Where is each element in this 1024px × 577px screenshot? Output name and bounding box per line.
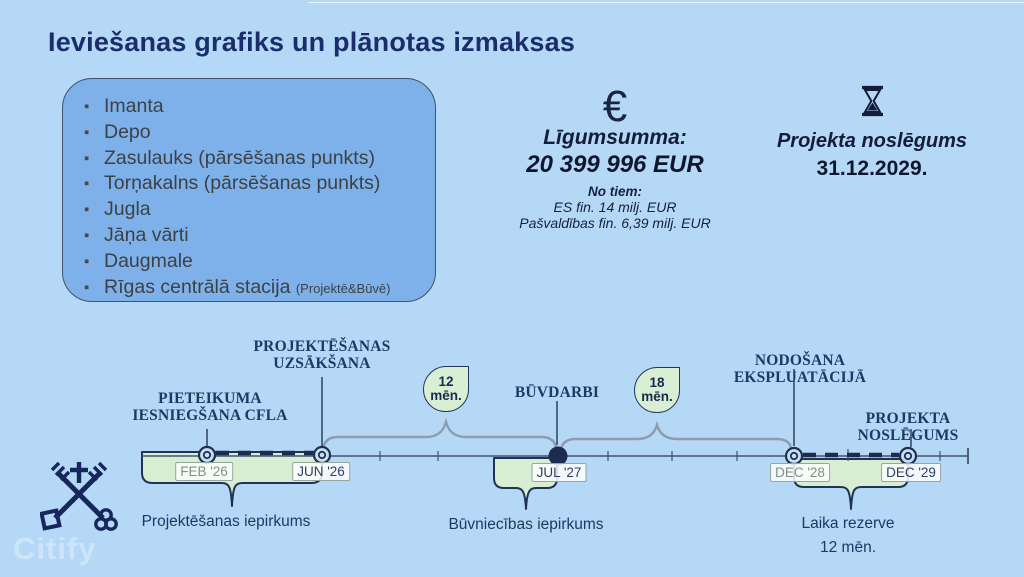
milestone-label-nodosana: NODOŠANA EKSPLUATĀCIJĀ	[733, 352, 867, 386]
contract-breakdown-intro: No tiem:	[588, 184, 642, 199]
milestone-circle	[197, 445, 217, 465]
station-list-item: Torņakalns (pārsēšanas punkts)	[63, 171, 425, 197]
euro-icon: €	[602, 82, 628, 131]
closure-date: 31.12.2029.	[816, 157, 928, 180]
date-tag-jul27: JUL '27	[531, 463, 587, 482]
contract-amount: 20 399 996 EUR	[526, 151, 704, 178]
duration-bubble-18: 18 mēn.	[634, 367, 680, 413]
station-name: Rīgas centrālā stacija	[104, 275, 291, 298]
date-tag-jun26: JUN '26	[292, 462, 350, 481]
closure-label: Projekta noslēgums	[776, 130, 968, 152]
date-tag-dec28: DEC '28	[770, 463, 830, 482]
hourglass-icon	[862, 85, 883, 117]
duration-bubble-12: 12 mēn.	[423, 366, 469, 412]
milestone-dot	[548, 446, 568, 466]
station-list-item: Jāņa vārti	[63, 223, 425, 249]
milestone-circle	[312, 445, 332, 465]
station-list-item: Jugla	[63, 197, 425, 223]
date-tag-feb26: FEB '26	[175, 462, 233, 481]
contract-breakdown-line: Pašvaldības fin. 6,39 milj. EUR	[519, 215, 711, 231]
date-tag-dec29: DEC '29	[881, 463, 941, 482]
station-list-item: Rīgas centrālā stacija (Projektē&Būvē)	[63, 275, 425, 302]
station-list-item: Depo	[63, 120, 425, 146]
phase-label-time-reserve: Laika rezerve 12 mēn.	[801, 515, 895, 556]
milestone-label-pieteikums: PIETEIKUMA IESNIEGŠANA CFLA	[132, 390, 288, 424]
station-list-item: Zasulauks (pārsēšanas punkts)	[63, 146, 425, 172]
phase-label-construction-procurement: Būvniecības iepirkums	[448, 516, 604, 533]
contract-label: Līgumsumma:	[543, 126, 687, 149]
milestone-circle	[784, 446, 804, 466]
station-list-item: Imanta	[63, 94, 425, 120]
citify-watermark: Citify	[13, 531, 97, 566]
slide-top-edge	[308, 2, 1024, 3]
duration-brace-12	[321, 417, 558, 454]
duration-brace-18	[559, 420, 793, 454]
crossed-keys-logo-icon	[40, 461, 118, 531]
milestone-label-noslegums: PROJEKTA NOSLĒGUMS	[857, 410, 959, 444]
contract-breakdown-line: ES fin. 14 milj. EUR	[553, 199, 677, 215]
station-note: (Projektē&Būvē)	[295, 280, 391, 296]
stations-panel: Imanta Depo Zasulauks (pārsēšanas punkts…	[62, 78, 436, 302]
milestone-label-buvdarbi: BŪVDARBI	[514, 384, 600, 401]
milestone-label-projektesana: PROJEKTĒŠANAS UZSĀKŠANA	[253, 338, 391, 372]
page-title: Ieviešanas grafiks un plānotas izmaksas	[48, 27, 576, 57]
station-list-item: Daugmale	[63, 249, 425, 275]
phase-label-design-procurement: Projektēšanas iepirkums	[141, 513, 311, 530]
milestone-circle	[898, 446, 918, 466]
